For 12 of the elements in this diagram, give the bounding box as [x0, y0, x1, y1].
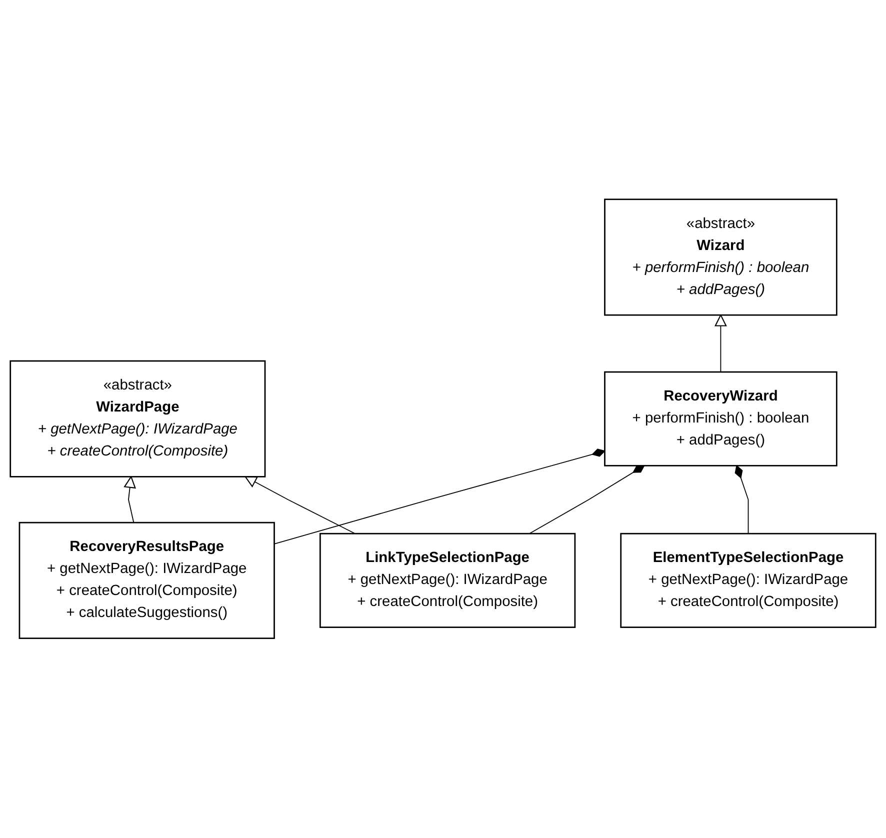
node-box: «abstract» Wizard + performFinish() : boolean + addPages()	[604, 198, 838, 316]
arrow	[124, 476, 136, 524]
node-box: RecoveryWizard + performFinish() : boolean + addPages()	[604, 371, 838, 467]
arrow	[714, 314, 727, 373]
node-box: LinkTypeSelectionPage + getNextPage(): IWizardPage + createControl(Composite)	[319, 533, 576, 628]
connector	[734, 465, 749, 534]
connector	[528, 465, 645, 534]
node-box: RecoveryResultsPage + getNextPage(): IWizardPage + createControl(Composite) + calculateSuggestions()	[18, 522, 275, 640]
node-box: «abstract» WizardPage + getNextPage(): IWizardPage + createControl(Composite)	[10, 360, 266, 478]
connector	[274, 448, 606, 545]
node-box: ElementTypeSelectionPage + getNextPage(): IWizardPage + createControl(Composite)	[620, 533, 876, 628]
arrow	[244, 476, 356, 534]
